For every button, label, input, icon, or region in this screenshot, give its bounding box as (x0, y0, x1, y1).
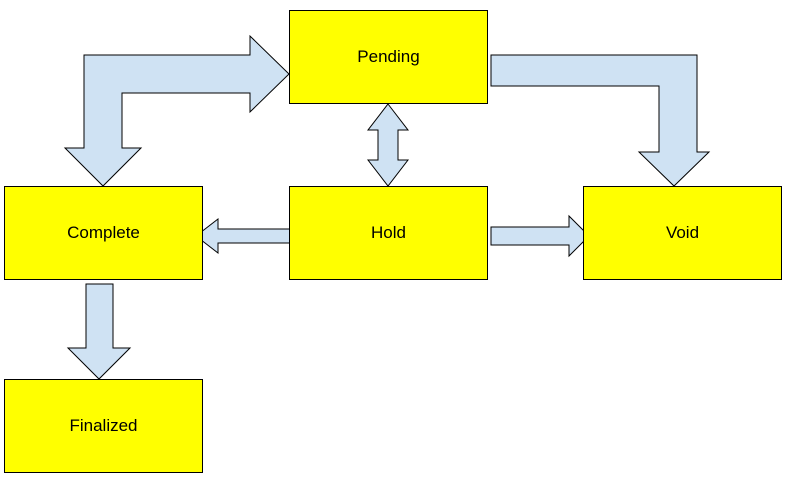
arrow-hold-void (490, 214, 590, 258)
state-finalized: Finalized (4, 379, 203, 473)
arrow-complete-pending (63, 34, 290, 187)
state-pending: Pending (289, 10, 488, 104)
arrow-pending-hold (366, 103, 410, 187)
state-finalized-label: Finalized (69, 416, 138, 435)
state-void-label: Void (665, 223, 700, 242)
arrow-complete-finalized (66, 283, 132, 380)
state-complete: Complete (4, 186, 203, 280)
arrow-pending-void (490, 54, 711, 187)
state-hold: Hold (289, 186, 488, 280)
state-pending-label: Pending (357, 47, 420, 66)
state-hold-label: Hold (371, 223, 406, 242)
arrow-hold-complete (195, 217, 293, 255)
state-complete-label: Complete (67, 223, 140, 242)
state-void: Void (583, 186, 782, 280)
